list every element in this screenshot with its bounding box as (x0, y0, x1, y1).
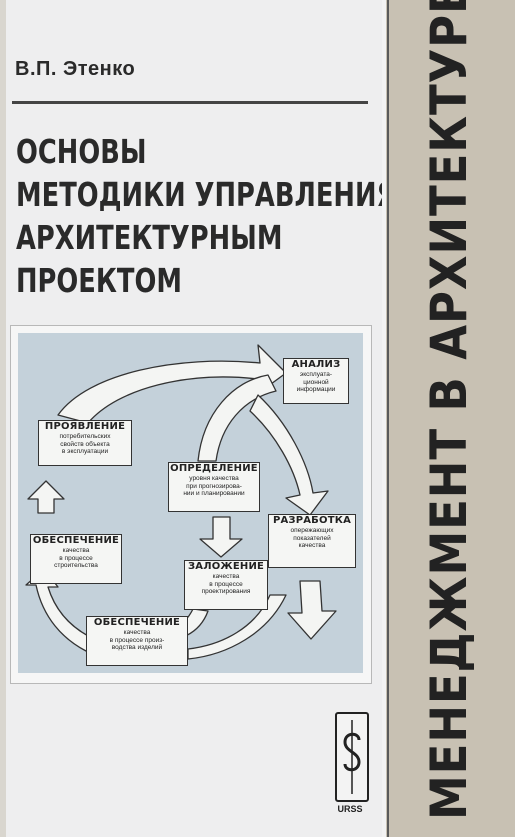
author-name: В.П. Этенко (15, 58, 136, 80)
series-title-text: МЕНЕДЖМЕНТ В АРХИТЕКТУРЕ (420, 0, 478, 820)
cover-edge (0, 0, 6, 837)
publisher-logo: URSS (330, 712, 370, 822)
title-line-4: ПРОЕКТОМ (16, 261, 182, 300)
box-provision-production: ОБЕСПЕЧЕНИЕ качества в процессе произ- в… (86, 616, 188, 666)
box-laying: ЗАЛОЖЕНИЕ качества в процессе проектиров… (184, 560, 268, 610)
arrow-left-up (27, 480, 65, 514)
box-definition: ОПРЕДЕЛЕНИЕ уровня качества при прогнози… (168, 462, 260, 512)
spine-band (382, 0, 515, 837)
arrow-development-down (287, 580, 337, 640)
box-manifestation: ПРОЯВЛЕНИЕ потребительских свойств объек… (38, 420, 132, 466)
series-title: МЕНЕДЖМЕНТ В АРХИТЕКТУРЕ (420, 0, 478, 820)
arrow-right-arc (249, 394, 329, 516)
arrow-bottom-right-arc (187, 594, 287, 660)
spine-divider-dark (387, 0, 389, 837)
arrow-top-arc (57, 344, 287, 424)
title-rule (12, 101, 368, 104)
box-provision-construction: ОБЕСПЕЧЕНИЕ качества в процессе строител… (30, 534, 122, 584)
publisher-name: URSS (337, 804, 363, 814)
title-line-3: АРХИТЕКТУРНЫМ (16, 218, 283, 257)
title-line-1: ОСНОВЫ (16, 132, 147, 171)
book-title: ОСНОВЫ МЕТОДИКИ УПРАВЛЕНИЯ АРХИТЕКТУРНЫМ… (16, 130, 397, 302)
arrow-definition-down (199, 516, 243, 558)
spine-divider-light (382, 0, 386, 837)
box-analysis: АНАЛИЗ эксплуата- ционной информации (283, 358, 349, 404)
arrow-inner-arc (197, 374, 277, 462)
title-line-2: МЕТОДИКИ УПРАВЛЕНИЯ (16, 175, 397, 214)
box-development: РАЗРАБОТКА опережающих показателей качес… (268, 514, 356, 568)
publisher-emblem (335, 712, 369, 802)
